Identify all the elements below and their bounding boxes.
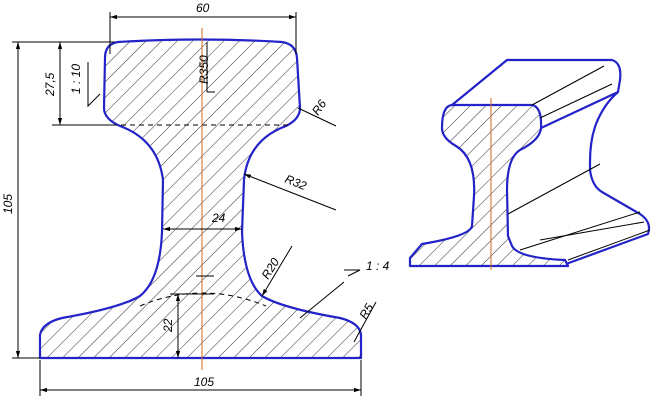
dim-top-width: 60 (196, 1, 210, 15)
dim-base-slope: 1 : 4 (366, 259, 390, 273)
rail-cross-section (38, 28, 363, 370)
rail-3d-edge-base-lower (539, 221, 645, 241)
rail-3d-edge-web (507, 163, 601, 215)
rail-3d-edge-base-upper (519, 211, 641, 251)
rail-section-outline (38, 38, 363, 360)
dim-head-slope: 1 : 10 (69, 64, 83, 94)
dim-head-height: 27,5 (43, 72, 57, 97)
dim-radius-web-upper: R32 (283, 172, 309, 193)
rail-3d-top-surface (451, 58, 622, 106)
rail-3d-view (408, 58, 651, 270)
dim-web-width: 24 (211, 211, 226, 225)
dim-radius-head-top: R350 (197, 55, 211, 84)
rail-3d-edge-top (531, 65, 605, 106)
rail-3d-edge-head (539, 83, 613, 119)
dim-bottom-width: 105 (194, 375, 214, 389)
rail-3d-edge-base (567, 229, 651, 261)
dimension-lines (12, 12, 377, 396)
dim-radius-base-edge: R5 (356, 301, 376, 322)
rail-3d-front-face (408, 103, 570, 268)
dim-total-height: 105 (1, 194, 15, 214)
dim-base-height: 22 (161, 318, 175, 333)
